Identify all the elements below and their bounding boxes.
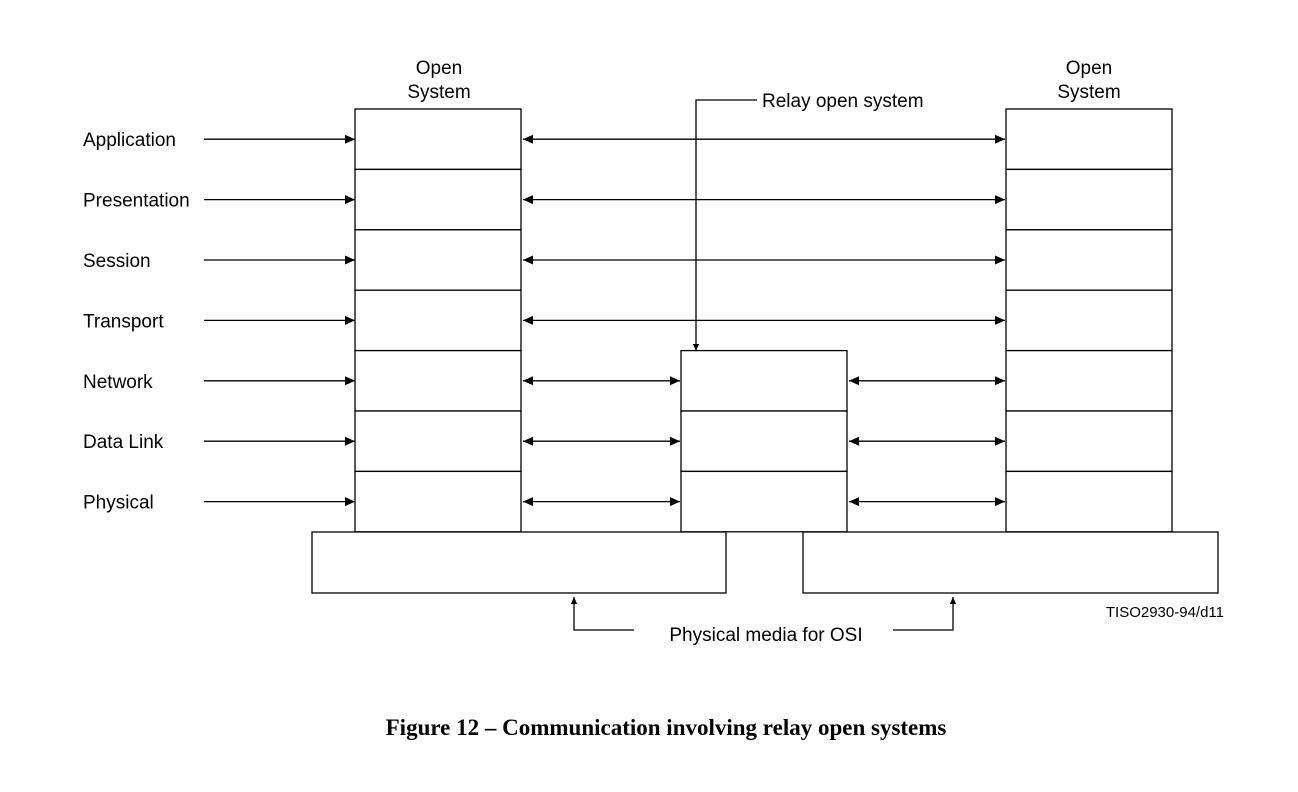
media-callout-right: [893, 597, 957, 631]
layer-label-physical: Physical: [83, 493, 154, 514]
left-system-physical-box: [354, 470, 522, 533]
left-system-title-line1: Open: [416, 58, 462, 79]
physical-media-left: [311, 531, 727, 594]
figure-caption: Figure 12 – Communication involving rela…: [386, 715, 947, 740]
layer-label-data-link: Data Link: [83, 432, 164, 453]
left-system-transport-box: [354, 289, 522, 352]
figure-id: TISO2930-94/d11: [1106, 604, 1224, 621]
left-system-application-box: [354, 108, 522, 171]
right-system-network-box: [1005, 349, 1173, 412]
right-system-title-line2: System: [1057, 82, 1120, 103]
right-system-transport-box: [1005, 289, 1173, 352]
left-system-session-box: [354, 229, 522, 291]
layer-label-session: Session: [83, 251, 151, 272]
right-system-session-box: [1005, 229, 1173, 291]
relay-system-physical-box: [680, 470, 848, 533]
left-system-presentation-box: [354, 168, 522, 231]
right-system-title-line1: Open: [1066, 58, 1112, 79]
relay-system-label: Relay open system: [762, 91, 924, 112]
layer-label-application: Application: [83, 130, 176, 151]
layer-label-transport: Transport: [83, 311, 164, 332]
left-system-title-line2: System: [407, 82, 470, 103]
layer-rows: ApplicationPresentationSessionTransportN…: [83, 108, 1173, 533]
layer-label-network: Network: [83, 372, 153, 393]
relay-system-data-link-box: [680, 410, 848, 473]
media-callout-left: [570, 597, 634, 631]
left-system-network-box: [354, 349, 522, 412]
left-system-data-link-box: [354, 410, 522, 473]
right-system-application-box: [1005, 108, 1173, 171]
right-system-physical-box: [1005, 470, 1173, 533]
relay-callout-line: [692, 99, 757, 351]
right-system-data-link-box: [1005, 410, 1173, 473]
relay-system-network-box: [680, 349, 848, 412]
physical-media-label: Physical media for OSI: [669, 625, 862, 646]
layer-label-presentation: Presentation: [83, 191, 190, 212]
right-system-presentation-box: [1005, 168, 1173, 231]
physical-media-right: [802, 531, 1219, 594]
